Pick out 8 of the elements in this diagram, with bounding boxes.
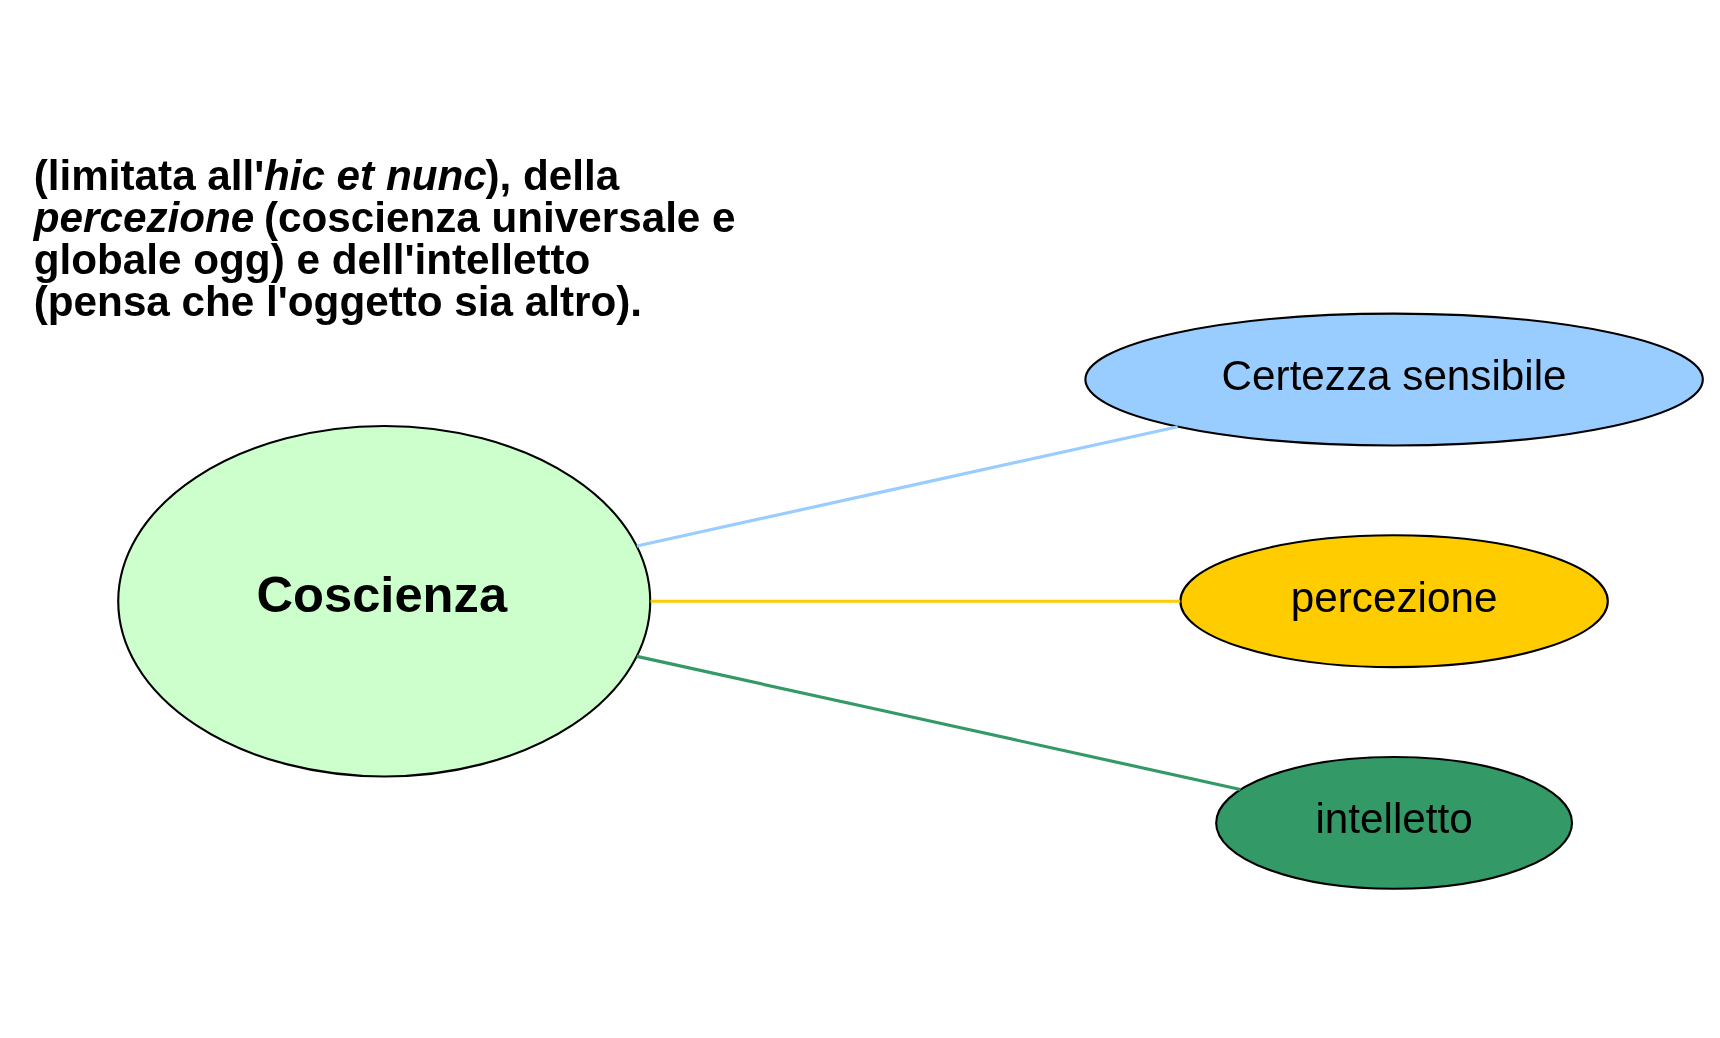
connector (636, 654, 1241, 792)
node-ellipse: percezione (1179, 534, 1609, 669)
label: (limitata all'hic et nunc), della percezione (coscienza universale e globale ogg) e dell'intelletto (pensa che l'oggetto sia altro). (33, 151, 736, 326)
connector (650, 599, 1181, 603)
connector (636, 425, 1179, 548)
node-ellipse: Certezza sensibile (1084, 312, 1704, 447)
node-ellipse: intelletto (1215, 755, 1574, 890)
node-ellipse: Coscienza (117, 424, 652, 778)
